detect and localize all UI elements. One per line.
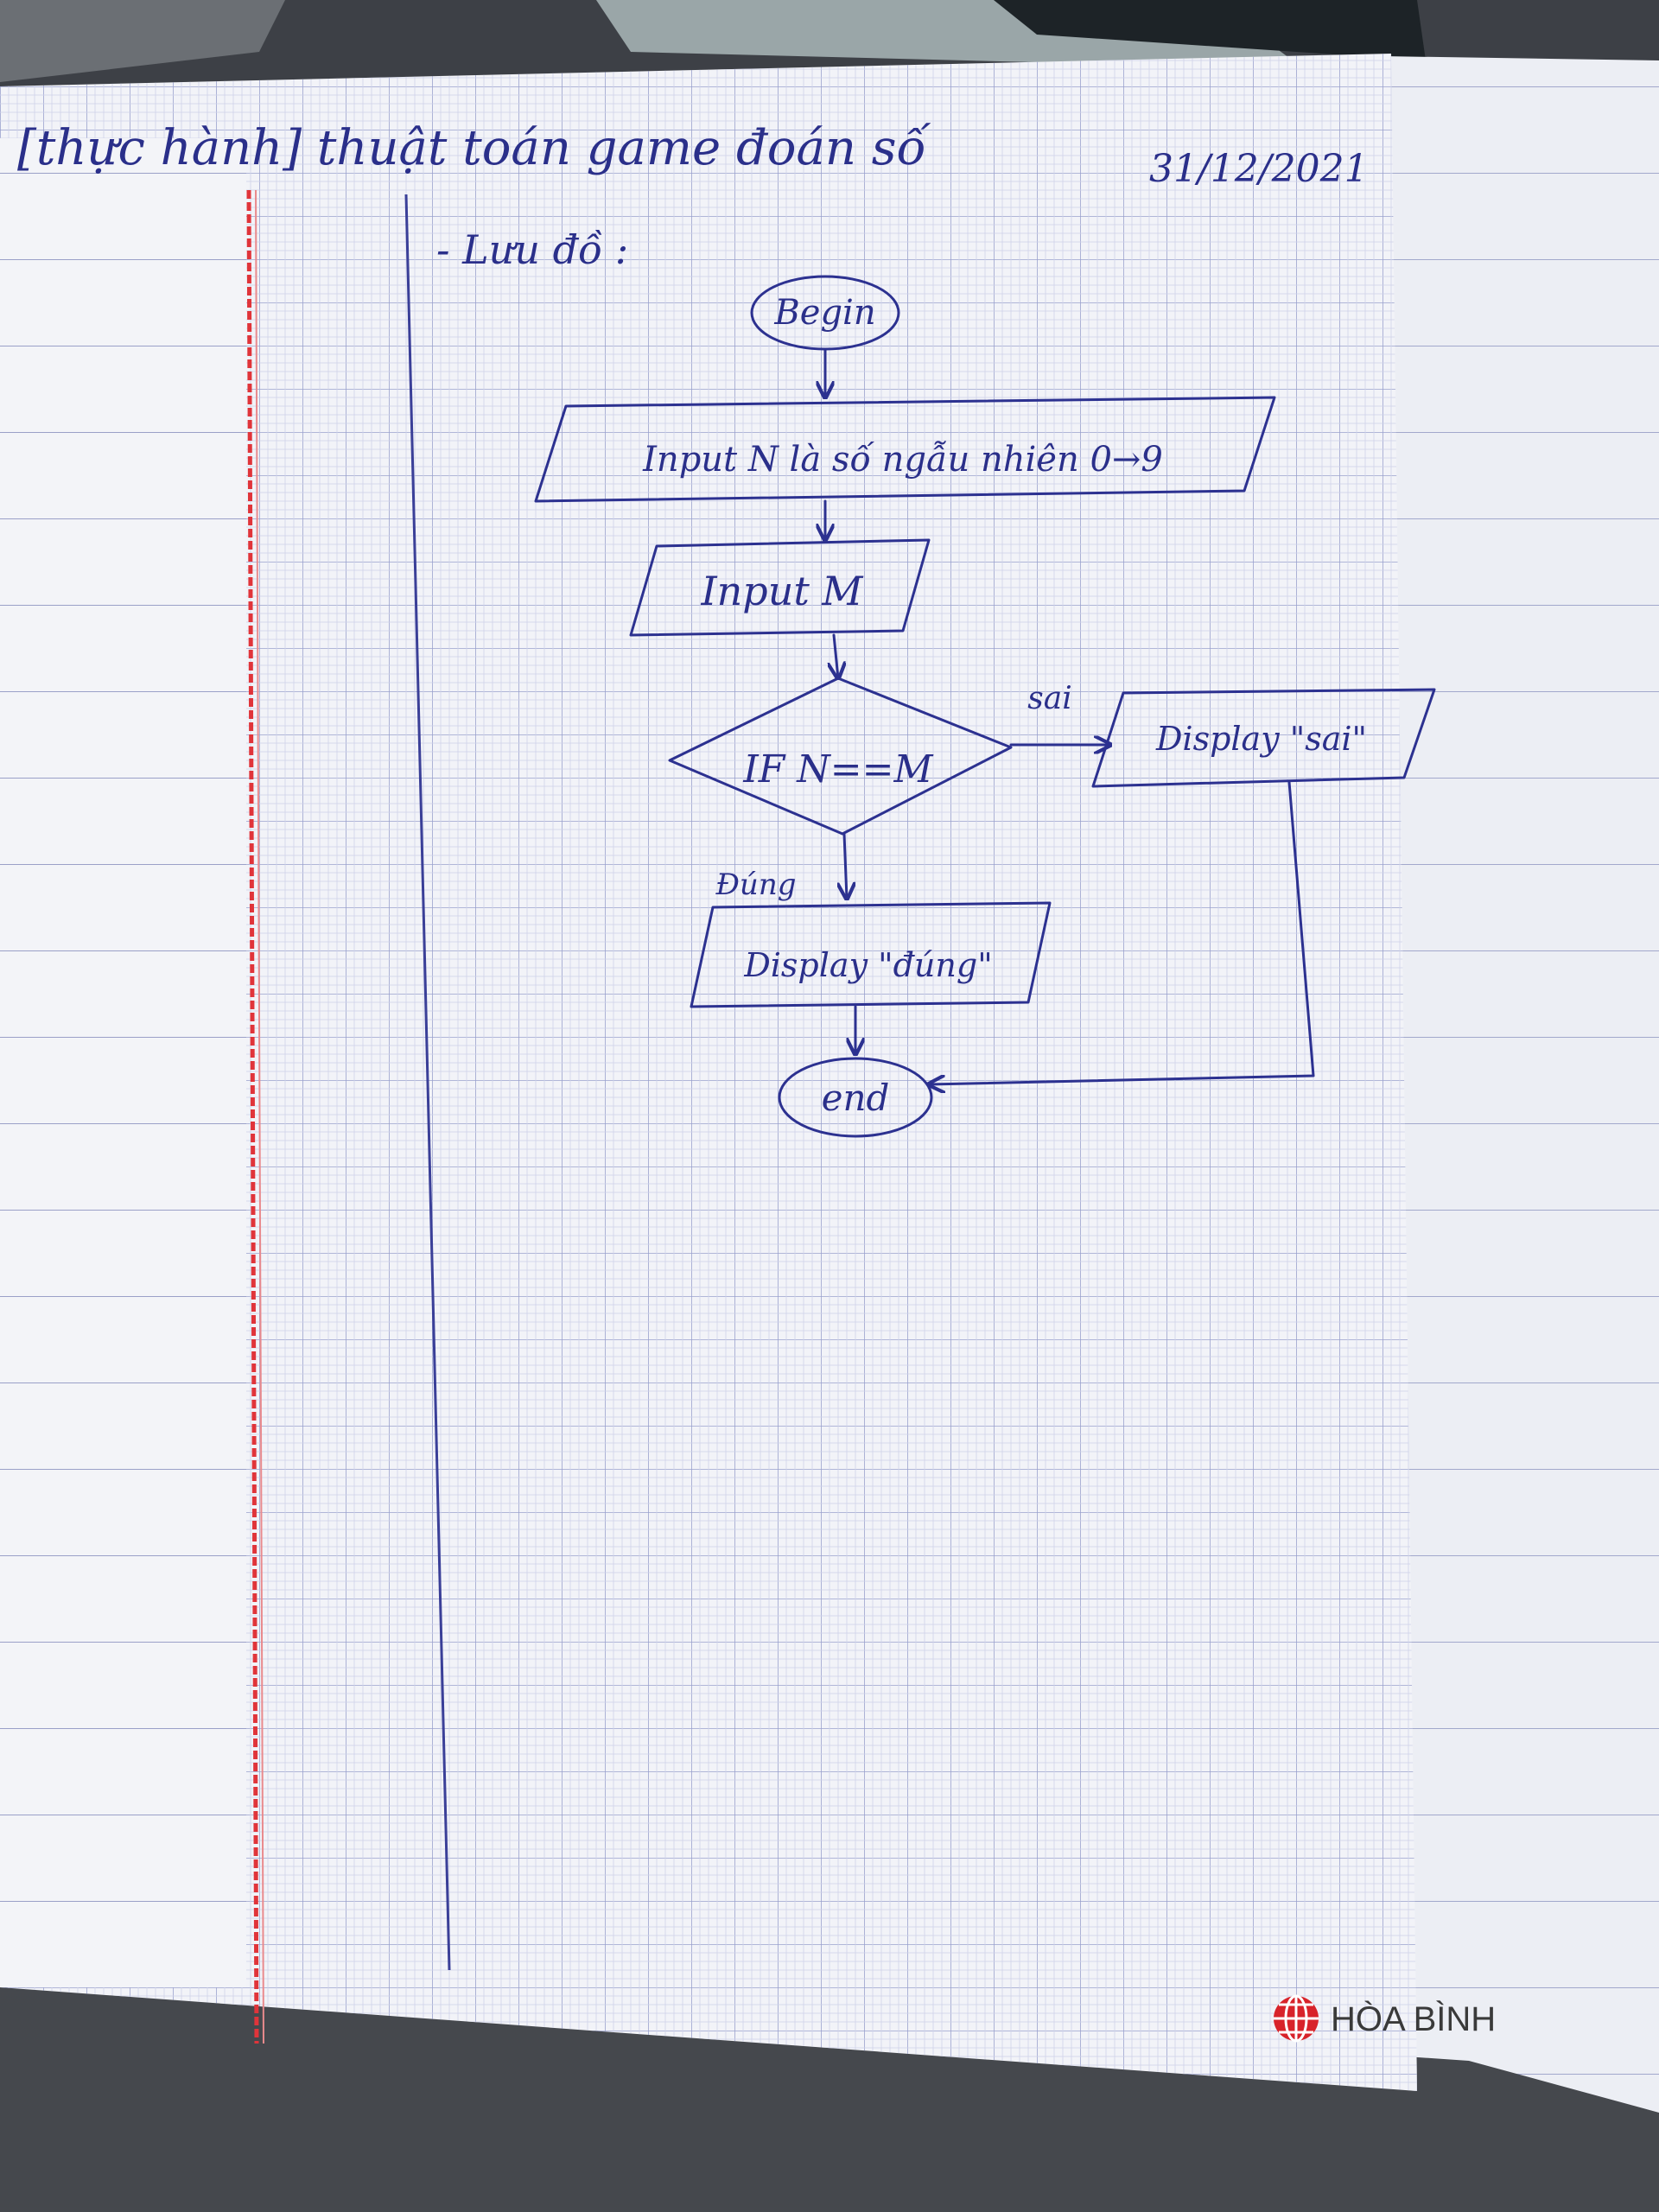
true-label: Đúng — [715, 868, 796, 902]
decision-label: IF N==M — [742, 747, 933, 791]
brand-name: HÒA BÌNH — [1331, 1999, 1496, 2038]
display-false-label: Display "sai" — [1155, 720, 1367, 758]
notebook-page — [0, 54, 1417, 2091]
input-n-box — [534, 396, 1276, 503]
display-true-box — [690, 901, 1052, 1008]
begin-label: Begin — [773, 293, 875, 333]
arrow-input-m-decision — [834, 633, 838, 678]
display-true-label: Display "đúng" — [743, 946, 992, 984]
flowchart: Begin Input N là số ngẫu nhiên 0→9 Input… — [534, 275, 1436, 1138]
page-heading: [thực hành] thuật toán game đoán số — [17, 120, 931, 176]
false-label: sai — [1027, 681, 1071, 716]
page-shadow — [0, 1961, 1659, 2212]
end-label: end — [822, 1077, 890, 1119]
section-label: - Lưu đồ : — [436, 226, 628, 273]
margin-line — [246, 189, 259, 2044]
decision-diamond — [668, 677, 1013, 836]
input-m-box — [629, 538, 931, 637]
arrow-decision-true — [844, 832, 847, 899]
right-page — [1382, 56, 1659, 2212]
input-m-label: Input M — [700, 568, 864, 614]
arrow-false-to-end — [929, 780, 1315, 1084]
end-terminal — [778, 1057, 933, 1138]
input-n-label: Input N là số ngẫu nhiên 0→9 — [642, 440, 1163, 480]
brand-logo: HÒA BÌNH — [1274, 1994, 1496, 2043]
display-false-box — [1091, 688, 1436, 788]
page-date: 31/12/2021 — [1149, 147, 1369, 191]
inner-margin-line — [404, 194, 451, 1971]
